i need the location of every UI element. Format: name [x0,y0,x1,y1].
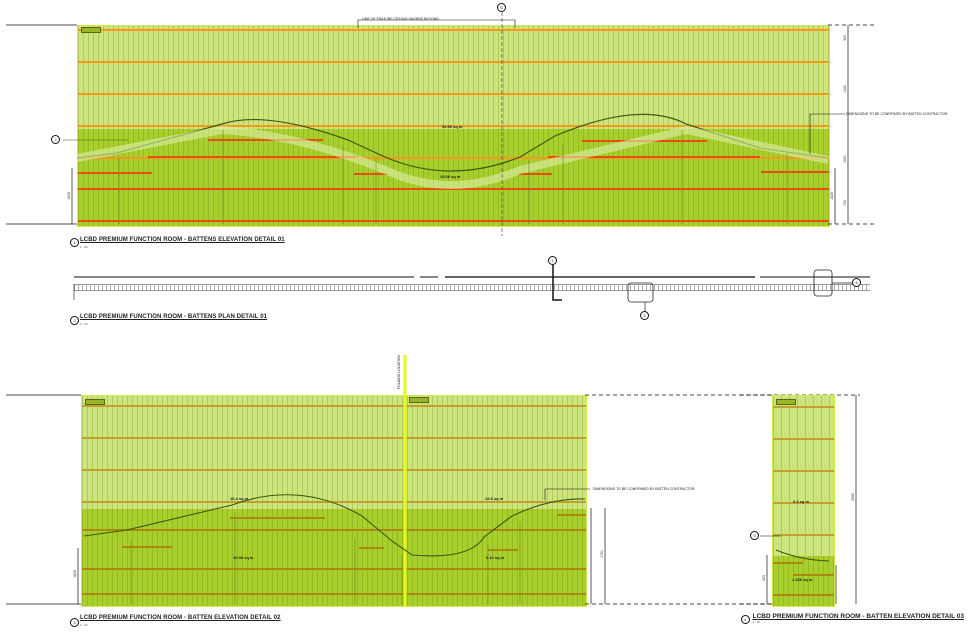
plan-marker-bubble[interactable]: 1 [548,256,557,265]
batten-short [208,139,323,141]
panel-tag [776,399,796,405]
batten-line [773,470,834,472]
plan-wall-line [74,276,414,278]
upper-batten-zone [82,396,586,509]
area-label: 6.12 sq m [486,555,505,560]
batten-short [230,517,325,519]
panel-tag [85,399,105,405]
detail-bubble: 3 [70,618,79,627]
batten-short [354,173,387,175]
batten-short [761,171,829,173]
batten-line [82,568,586,570]
dimension-text: 3660 [851,493,855,501]
dimension-text: 603 [762,575,766,581]
batten-line [78,61,829,63]
batten-line [82,437,586,439]
leader-right [544,488,590,500]
lower-batten-zone [78,129,829,226]
ceiling-profile-curve [83,494,586,557]
plan-wall-line [420,276,438,278]
ceiling-profile-curve [76,113,829,172]
batten-short [773,562,803,564]
batten-short [148,156,358,158]
batten-line [78,220,829,222]
batten-short [122,546,172,548]
note-feature-ceiling: LINE OF FEATURE CEILING DASHED BEYOND [362,17,439,21]
lower-batten-zone [773,556,834,606]
batten-line [82,529,586,531]
plan-marker-bubble[interactable]: 3 [640,311,649,320]
batten-line [82,405,586,407]
plan-wall-line [760,276,870,278]
callout-box [627,282,654,303]
plan-batten-strip [74,284,870,291]
section-bubble[interactable]: 5 [750,531,759,540]
area-label: 6.6 sq m [793,499,810,504]
section-bubble[interactable]: 2 [51,135,60,144]
detail-scale: 1 : 20 [80,322,88,326]
detail-title: LCBD PREMIUM FUNCTION ROOM - BATTEN ELEV… [752,613,964,620]
area-label: 1.236 sq m [792,577,813,582]
elevation-03-panel [772,395,835,607]
batten-short [519,173,552,175]
batten-line [78,157,829,159]
detail-03-title-block: 4 LCBD PREMIUM FUNCTION ROOM - BATTEN EL… [740,613,964,624]
ceiling-profile-shadow [76,125,829,189]
batten-line [773,502,834,504]
elevation-02-panel [81,395,587,607]
batten-short [548,156,760,158]
batten-short [793,574,834,576]
area-label: 25.08 sq m [440,174,461,179]
detail-title: LCBD PREMIUM FUNCTION ROOM - BATTENS ELE… [80,237,285,243]
batten-line [78,93,829,95]
detail-title: LCBD PREMIUM FUNCTION ROOM - BATTEN ELEV… [80,615,281,621]
detail-03-title-column: LCBD PREMIUM FUNCTION ROOM - BATTEN ELEV… [753,613,964,624]
panel-tag [81,27,101,33]
plan-marker-bubble[interactable]: 4 [852,278,861,287]
section-cut-marker [552,265,562,301]
note-dimensions-confirm: DIMENSIONS TO BE CONFIRMED BY BATTEN CON… [846,112,948,116]
batten-line [773,534,834,536]
batten-line [773,406,834,408]
detail-bubble: 2 [70,316,79,325]
detail-title: LCBD PREMIUM FUNCTION ROOM - BATTENS PLA… [80,314,268,320]
area-label: 10.98 sq m [233,555,254,560]
area-label: 16.4 sq m [230,496,249,501]
leader-top [357,19,516,28]
detail-scale: 1 : 20 [752,620,761,624]
batten-line [773,594,834,596]
note-dimensions-confirm: DIMENSIONS TO BE CONFIRMED BY BATTEN CON… [593,487,696,491]
detail-scale: 1 : 20 [80,245,88,249]
batten-short [557,514,586,516]
batten-short [78,172,152,174]
batten-line [82,469,586,471]
detail-scale: 1 : 20 [80,623,88,627]
batten-line [82,593,586,595]
upper-batten-zone [78,26,829,129]
batten-short [488,549,518,551]
area-label: 52.96 sq m [442,124,463,129]
lower-batten-zone [82,509,586,606]
area-label: 12.6 sq m [485,496,504,501]
batten-line [78,125,829,127]
detail-bubble: 1 [70,238,79,247]
batten-short [359,547,384,549]
ceiling-profile-curve [775,549,830,562]
panel-tag [409,397,429,403]
elevation-01-panel [77,25,830,227]
batten-line [78,29,829,31]
upper-batten-zone [773,396,834,556]
plan-wall-line [445,276,755,278]
leader-right [809,113,845,154]
batten-line [78,188,829,190]
detail-bubble: 4 [740,615,750,624]
batten-line [773,438,834,440]
grid-bubble-g[interactable]: G [497,3,506,12]
batten-line [82,501,586,503]
